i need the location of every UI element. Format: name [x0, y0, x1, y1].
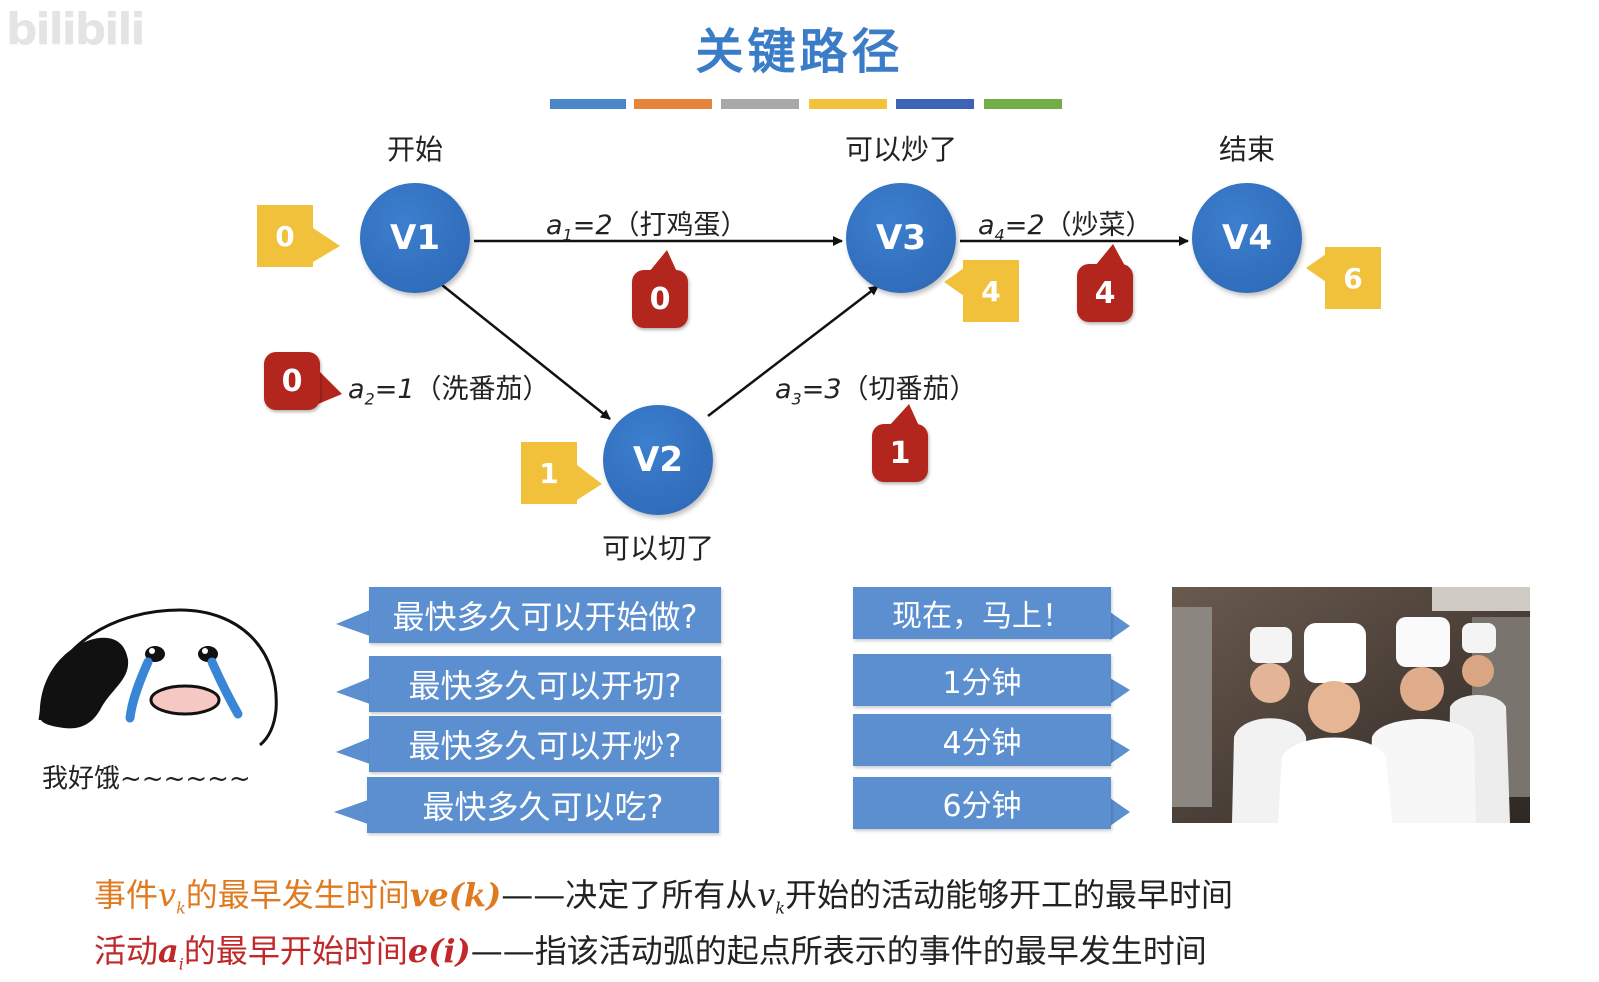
v4-callout-tail [1306, 254, 1326, 282]
q4-tail [334, 800, 368, 824]
v2-label: 可以切了 [601, 532, 714, 565]
definition-event: 事件vk的最早发生时间ve(k)——决定了所有从vk开始的活动能够开工的最早时间 [94, 876, 1234, 918]
event-time-v3: 4 [963, 260, 1019, 322]
ans4-tail [1110, 798, 1130, 826]
hungry-text: 我好饿~~~~~~ [42, 764, 251, 794]
definition-activity: 活动ai的最早开始时间e(i)——指该活动弧的起点所表示的事件的最早发生时间 [94, 932, 1207, 974]
v2-callout-tail [577, 465, 602, 500]
chefs-photo [1172, 587, 1530, 823]
activity-time-a1: 0 [632, 270, 688, 328]
question-1: 最快多久可以开始做? [369, 587, 721, 643]
activity-time-a4: 4 [1077, 264, 1133, 322]
edge-a3 [707, 285, 879, 417]
color-bar-5 [896, 99, 974, 109]
color-bar-4 [809, 99, 887, 109]
answer-1: 现在，马上！ [853, 587, 1111, 639]
node-v3: V3 [846, 183, 956, 293]
question-3: 最快多久可以开炒? [369, 716, 721, 772]
node-v4: V4 [1192, 183, 1302, 293]
color-bar-2 [634, 99, 712, 109]
bilibili-watermark: bilibili [6, 4, 145, 55]
question-4: 最快多久可以吃? [367, 777, 719, 833]
a2-callout-tail [318, 370, 342, 404]
activity-time-a3: 1 [872, 424, 928, 482]
node-v1: V1 [360, 183, 470, 293]
node-v2: V2 [603, 405, 713, 515]
v1-label: 开始 [386, 133, 443, 166]
ans1-tail [1110, 612, 1130, 640]
answer-4: 6分钟 [853, 777, 1111, 829]
q2-tail [336, 678, 370, 704]
v4-label: 结束 [1218, 133, 1275, 166]
v3-callout-tail [944, 268, 964, 296]
edge-label-a3: a3=3（切番茄） [775, 374, 977, 409]
a1-callout-tail [649, 250, 677, 272]
v3-label: 可以炒了 [844, 133, 957, 166]
edge-a2 [441, 284, 611, 420]
answer-3: 4分钟 [853, 714, 1111, 766]
event-time-v1: 0 [257, 205, 313, 267]
color-bar-3 [721, 99, 799, 109]
ans3-tail [1110, 738, 1130, 764]
answer-2: 1分钟 [853, 654, 1111, 706]
question-2: 最快多久可以开切? [369, 656, 721, 712]
v1-callout-tail [313, 228, 340, 262]
page-title: 关键路径 [695, 24, 904, 80]
event-time-v4: 6 [1325, 247, 1381, 309]
event-time-v2: 1 [521, 442, 577, 504]
color-bar-1 [550, 99, 626, 109]
q1-tail [336, 610, 370, 636]
a4-callout-tail [1095, 244, 1125, 266]
crying-meme-icon [38, 608, 278, 747]
ans2-tail [1110, 678, 1130, 704]
q3-tail [336, 738, 370, 764]
edge-label-a1: a1=2（打鸡蛋） [546, 210, 748, 245]
edge-label-a4: a4=2（炒菜） [978, 210, 1153, 245]
color-bar-6 [984, 99, 1062, 109]
activity-time-a2: 0 [264, 352, 320, 410]
a3-callout-tail [889, 404, 919, 426]
edge-label-a2: a2=1（洗番茄） [348, 374, 550, 409]
